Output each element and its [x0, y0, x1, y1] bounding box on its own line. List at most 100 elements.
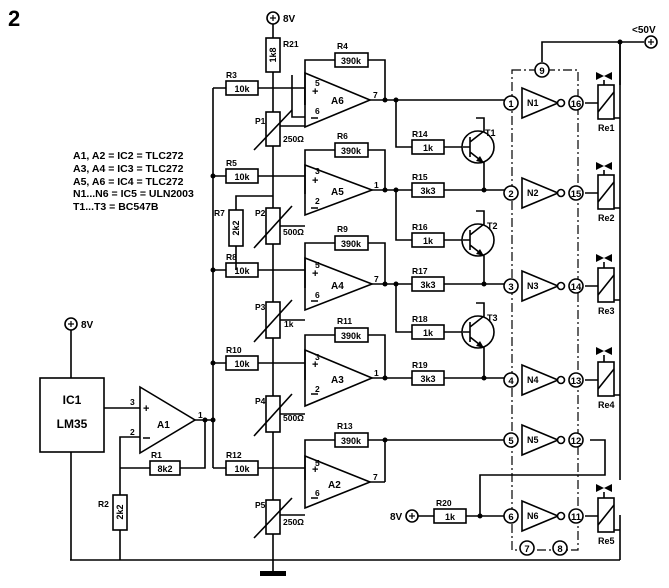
pin-a3-minus: 2 — [315, 384, 320, 394]
legend-line: N1...N6 = IC5 = ULN2003 — [73, 188, 194, 201]
inverter-n2 — [521, 176, 566, 210]
resistor-r6-body — [334, 142, 369, 158]
r9-value: 390k — [341, 239, 362, 249]
p3-ref: P3 — [255, 302, 266, 312]
pin-n5-out: 12 — [571, 436, 582, 447]
r8-value: 10k — [234, 266, 250, 276]
resistor-r14-body — [411, 139, 445, 155]
r3-value: 10k — [234, 84, 250, 94]
resistor-r5-body — [225, 168, 259, 184]
supply-label-r20: 8V — [390, 512, 403, 523]
ground-symbol — [260, 571, 286, 576]
resistor-r4-body — [334, 52, 369, 68]
wiring — [39, 11, 658, 576]
p2-value: 500Ω — [283, 227, 304, 237]
r4-ref: R4 — [337, 41, 348, 51]
r7-value: 2k2 — [231, 220, 241, 235]
inverter-n6 — [521, 499, 566, 533]
r12-value: 10k — [234, 464, 250, 474]
component-legend: A1, A2 = IC2 = TLC272 A3, A4 = IC3 = TLC… — [73, 150, 194, 214]
r3-ref: R3 — [226, 70, 237, 80]
r20-value: 1k — [445, 512, 456, 522]
ic1-lm35-body — [39, 377, 105, 453]
r5-ref: R5 — [226, 158, 237, 168]
opamp-a6-label: A6 — [331, 96, 344, 107]
pin-markers — [503, 62, 584, 556]
inverter-n4 — [521, 363, 566, 397]
r12-ref: R12 — [226, 450, 242, 460]
r15-ref: R15 — [412, 172, 428, 182]
resistor-r8-body — [225, 262, 259, 278]
supply-label-50v: <50V — [632, 25, 656, 36]
opamp-a2 — [304, 454, 373, 510]
relay-re1 — [597, 84, 615, 120]
p5-ref: P5 — [255, 500, 266, 510]
pin-a6-minus: 6 — [315, 106, 320, 116]
r19-ref: R19 — [412, 360, 428, 370]
p1-value: 250Ω — [283, 134, 304, 144]
legend-line: A1, A2 = IC2 = TLC272 — [73, 150, 184, 162]
r14-value: 1k — [423, 143, 434, 153]
r13-value: 390k — [341, 436, 362, 446]
label-n3: N3 — [527, 281, 539, 291]
opamp-a1-label: A1 — [157, 420, 170, 431]
resistor-r11-body — [334, 327, 369, 343]
r4-value: 390k — [341, 56, 362, 66]
pin-a6-plus: 5 — [315, 78, 320, 88]
pin-a2-plus: 5 — [315, 458, 320, 468]
p4-value: 500Ω — [283, 413, 304, 423]
opamp-a3-label: A3 — [331, 375, 344, 386]
label-n6: N6 — [527, 511, 539, 521]
resistor-r10-body — [225, 355, 259, 371]
r10-ref: R10 — [226, 345, 242, 355]
pin-a2-out: 7 — [373, 472, 378, 482]
pin-n4-out: 13 — [571, 376, 582, 387]
plus-sign: + — [312, 175, 318, 187]
label-n4: N4 — [527, 375, 539, 385]
re1-label: Re1 — [598, 123, 615, 133]
r16-ref: R16 — [412, 222, 428, 232]
relay-re5 — [597, 497, 615, 533]
r21-value: 1k8 — [268, 47, 278, 62]
resistor-r9-body — [334, 235, 369, 251]
plus-sign: + — [312, 464, 318, 476]
opamp-a5-label: A5 — [331, 187, 344, 198]
resistor-r20-body — [433, 508, 467, 524]
ic1-part: LM35 — [57, 417, 88, 431]
resistor-r7-body — [228, 209, 244, 247]
pin-n6-in: 6 — [508, 512, 513, 523]
pin-gnd-8: 8 — [557, 544, 562, 555]
opamp-a1 — [139, 385, 197, 455]
label-n5: N5 — [527, 435, 539, 445]
re4-label: Re4 — [598, 400, 615, 410]
transistor-t1 — [461, 117, 495, 190]
pin-n1-out: 16 — [571, 99, 582, 110]
re5-label: Re5 — [598, 536, 615, 546]
legend-line: A3, A4 = IC3 = TLC272 — [73, 162, 184, 175]
r6-value: 390k — [341, 146, 362, 156]
transistor-t3 — [461, 302, 495, 378]
uln2003-outline — [511, 69, 579, 551]
pin-a4-out: 7 — [374, 274, 379, 284]
r2-value: 2k2 — [115, 504, 125, 519]
legend-line: A5, A6 = IC4 = TLC272 — [73, 175, 184, 188]
plus-sign: + — [143, 403, 149, 415]
r1-value: 8k2 — [157, 464, 172, 474]
relay-re4 — [597, 361, 615, 397]
p5-value: 250Ω — [283, 517, 304, 527]
re2-label: Re2 — [598, 213, 615, 223]
inverter-n3 — [521, 269, 566, 303]
label-n1: N1 — [527, 98, 539, 108]
legend-line: T1...T3 = BC547B — [73, 201, 159, 214]
plus-sign: + — [312, 359, 318, 371]
pin-a1-minus: 2 — [130, 427, 135, 437]
pin-a3-out: 1 — [374, 368, 379, 378]
t2-label: T2 — [487, 221, 498, 231]
p2-ref: P2 — [255, 208, 266, 218]
r20-ref: R20 — [436, 498, 452, 508]
pin-a5-out: 1 — [374, 180, 379, 190]
inverter-n1 — [521, 86, 566, 120]
r16-value: 1k — [423, 236, 434, 246]
pin-a4-minus: 6 — [315, 290, 320, 300]
pin-n3-in: 3 — [508, 282, 513, 293]
